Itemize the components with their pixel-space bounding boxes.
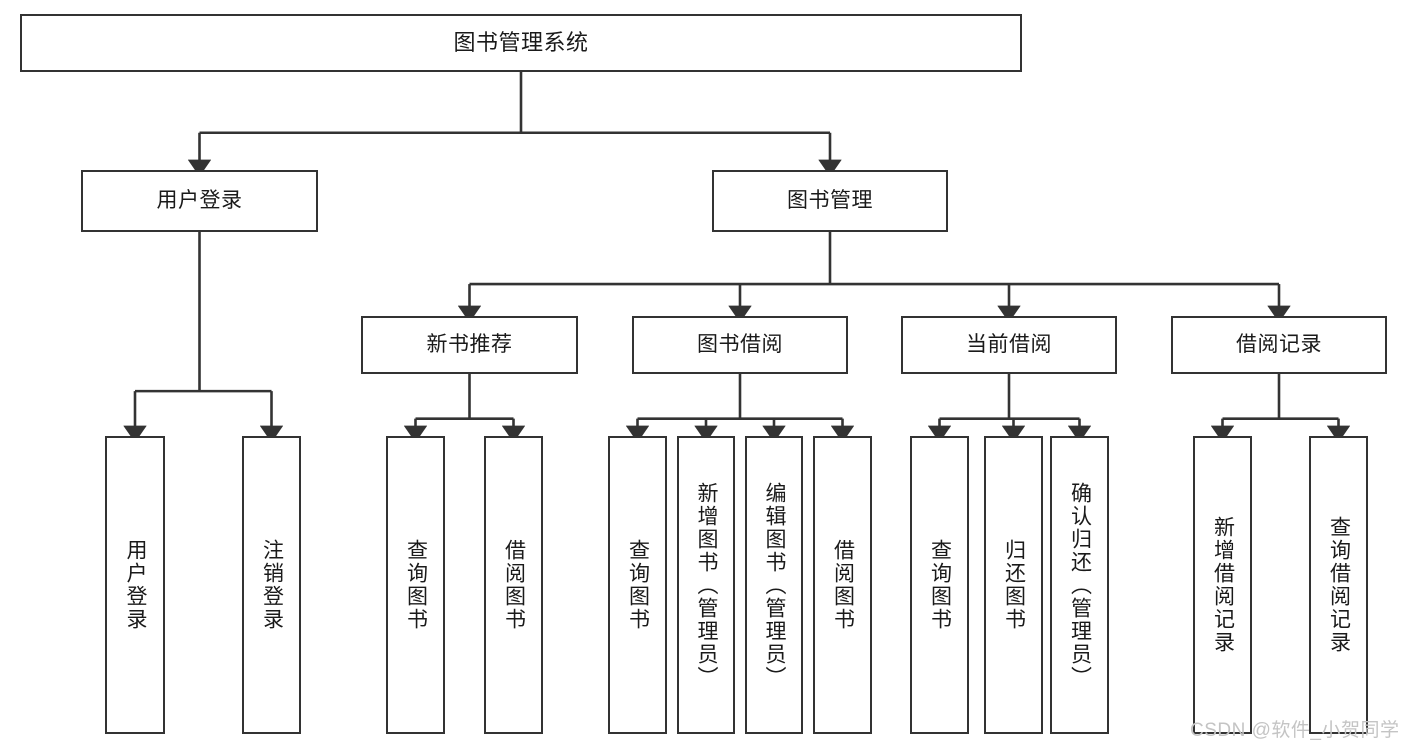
csdn-watermark: CSDN @软件_小贺同学 <box>1190 720 1400 741</box>
edge-group <box>123 72 1351 443</box>
node-root[interactable]: 图书管理系统 <box>20 14 1022 72</box>
leaf-current-query-book[interactable]: 查询图书 <box>910 436 969 734</box>
leaf-borrow-add-book[interactable]: 新增图书（管理员） <box>677 436 735 734</box>
leaf-newbook-query-book[interactable]: 查询图书 <box>386 436 445 734</box>
leaf-user-login-label: 用户登录 <box>124 539 148 631</box>
node-user-login[interactable]: 用户登录 <box>81 170 318 232</box>
node-borrow-records-label: 借阅记录 <box>1236 332 1322 356</box>
leaf-records-query-record-label: 查询借阅记录 <box>1327 516 1351 654</box>
leaf-current-return-book[interactable]: 归还图书 <box>984 436 1043 734</box>
leaf-user-logout-label: 注销登录 <box>260 539 284 631</box>
leaf-current-confirm-return[interactable]: 确认归还（管理员） <box>1050 436 1109 734</box>
leaf-borrow-query-book[interactable]: 查询图书 <box>608 436 667 734</box>
node-user-login-label: 用户登录 <box>156 188 243 212</box>
leaf-records-add-record-label: 新增借阅记录 <box>1211 516 1235 654</box>
leaf-borrow-add-book-label: 新增图书（管理员） <box>695 481 719 689</box>
node-book-borrow[interactable]: 图书借阅 <box>632 316 848 374</box>
node-current-borrow-label: 当前借阅 <box>966 332 1052 356</box>
leaf-newbook-borrow-book[interactable]: 借阅图书 <box>484 436 543 734</box>
node-new-book-recommend-label: 新书推荐 <box>426 332 513 356</box>
leaf-current-confirm-return-label: 确认归还（管理员） <box>1068 481 1092 689</box>
node-new-book-recommend[interactable]: 新书推荐 <box>361 316 578 374</box>
leaf-user-login[interactable]: 用户登录 <box>105 436 165 734</box>
node-book-management[interactable]: 图书管理 <box>712 170 948 232</box>
leaf-current-query-book-label: 查询图书 <box>928 539 952 631</box>
leaf-user-logout[interactable]: 注销登录 <box>242 436 301 734</box>
leaf-borrow-edit-book-label: 编辑图书（管理员） <box>763 481 787 689</box>
leaf-borrow-query-book-label: 查询图书 <box>626 539 650 631</box>
leaf-records-add-record[interactable]: 新增借阅记录 <box>1193 436 1252 734</box>
leaf-newbook-query-book-label: 查询图书 <box>404 539 428 631</box>
node-current-borrow[interactable]: 当前借阅 <box>901 316 1117 374</box>
leaf-borrow-edit-book[interactable]: 编辑图书（管理员） <box>745 436 803 734</box>
node-root-label: 图书管理系统 <box>453 30 589 56</box>
node-book-management-label: 图书管理 <box>787 188 873 212</box>
leaf-borrow-lend-book[interactable]: 借阅图书 <box>813 436 872 734</box>
leaf-records-query-record[interactable]: 查询借阅记录 <box>1309 436 1368 734</box>
node-borrow-records[interactable]: 借阅记录 <box>1171 316 1387 374</box>
node-book-borrow-label: 图书借阅 <box>697 332 783 356</box>
leaf-newbook-borrow-book-label: 借阅图书 <box>502 539 526 631</box>
leaf-current-return-book-label: 归还图书 <box>1002 539 1026 631</box>
leaf-borrow-lend-book-label: 借阅图书 <box>831 539 855 631</box>
